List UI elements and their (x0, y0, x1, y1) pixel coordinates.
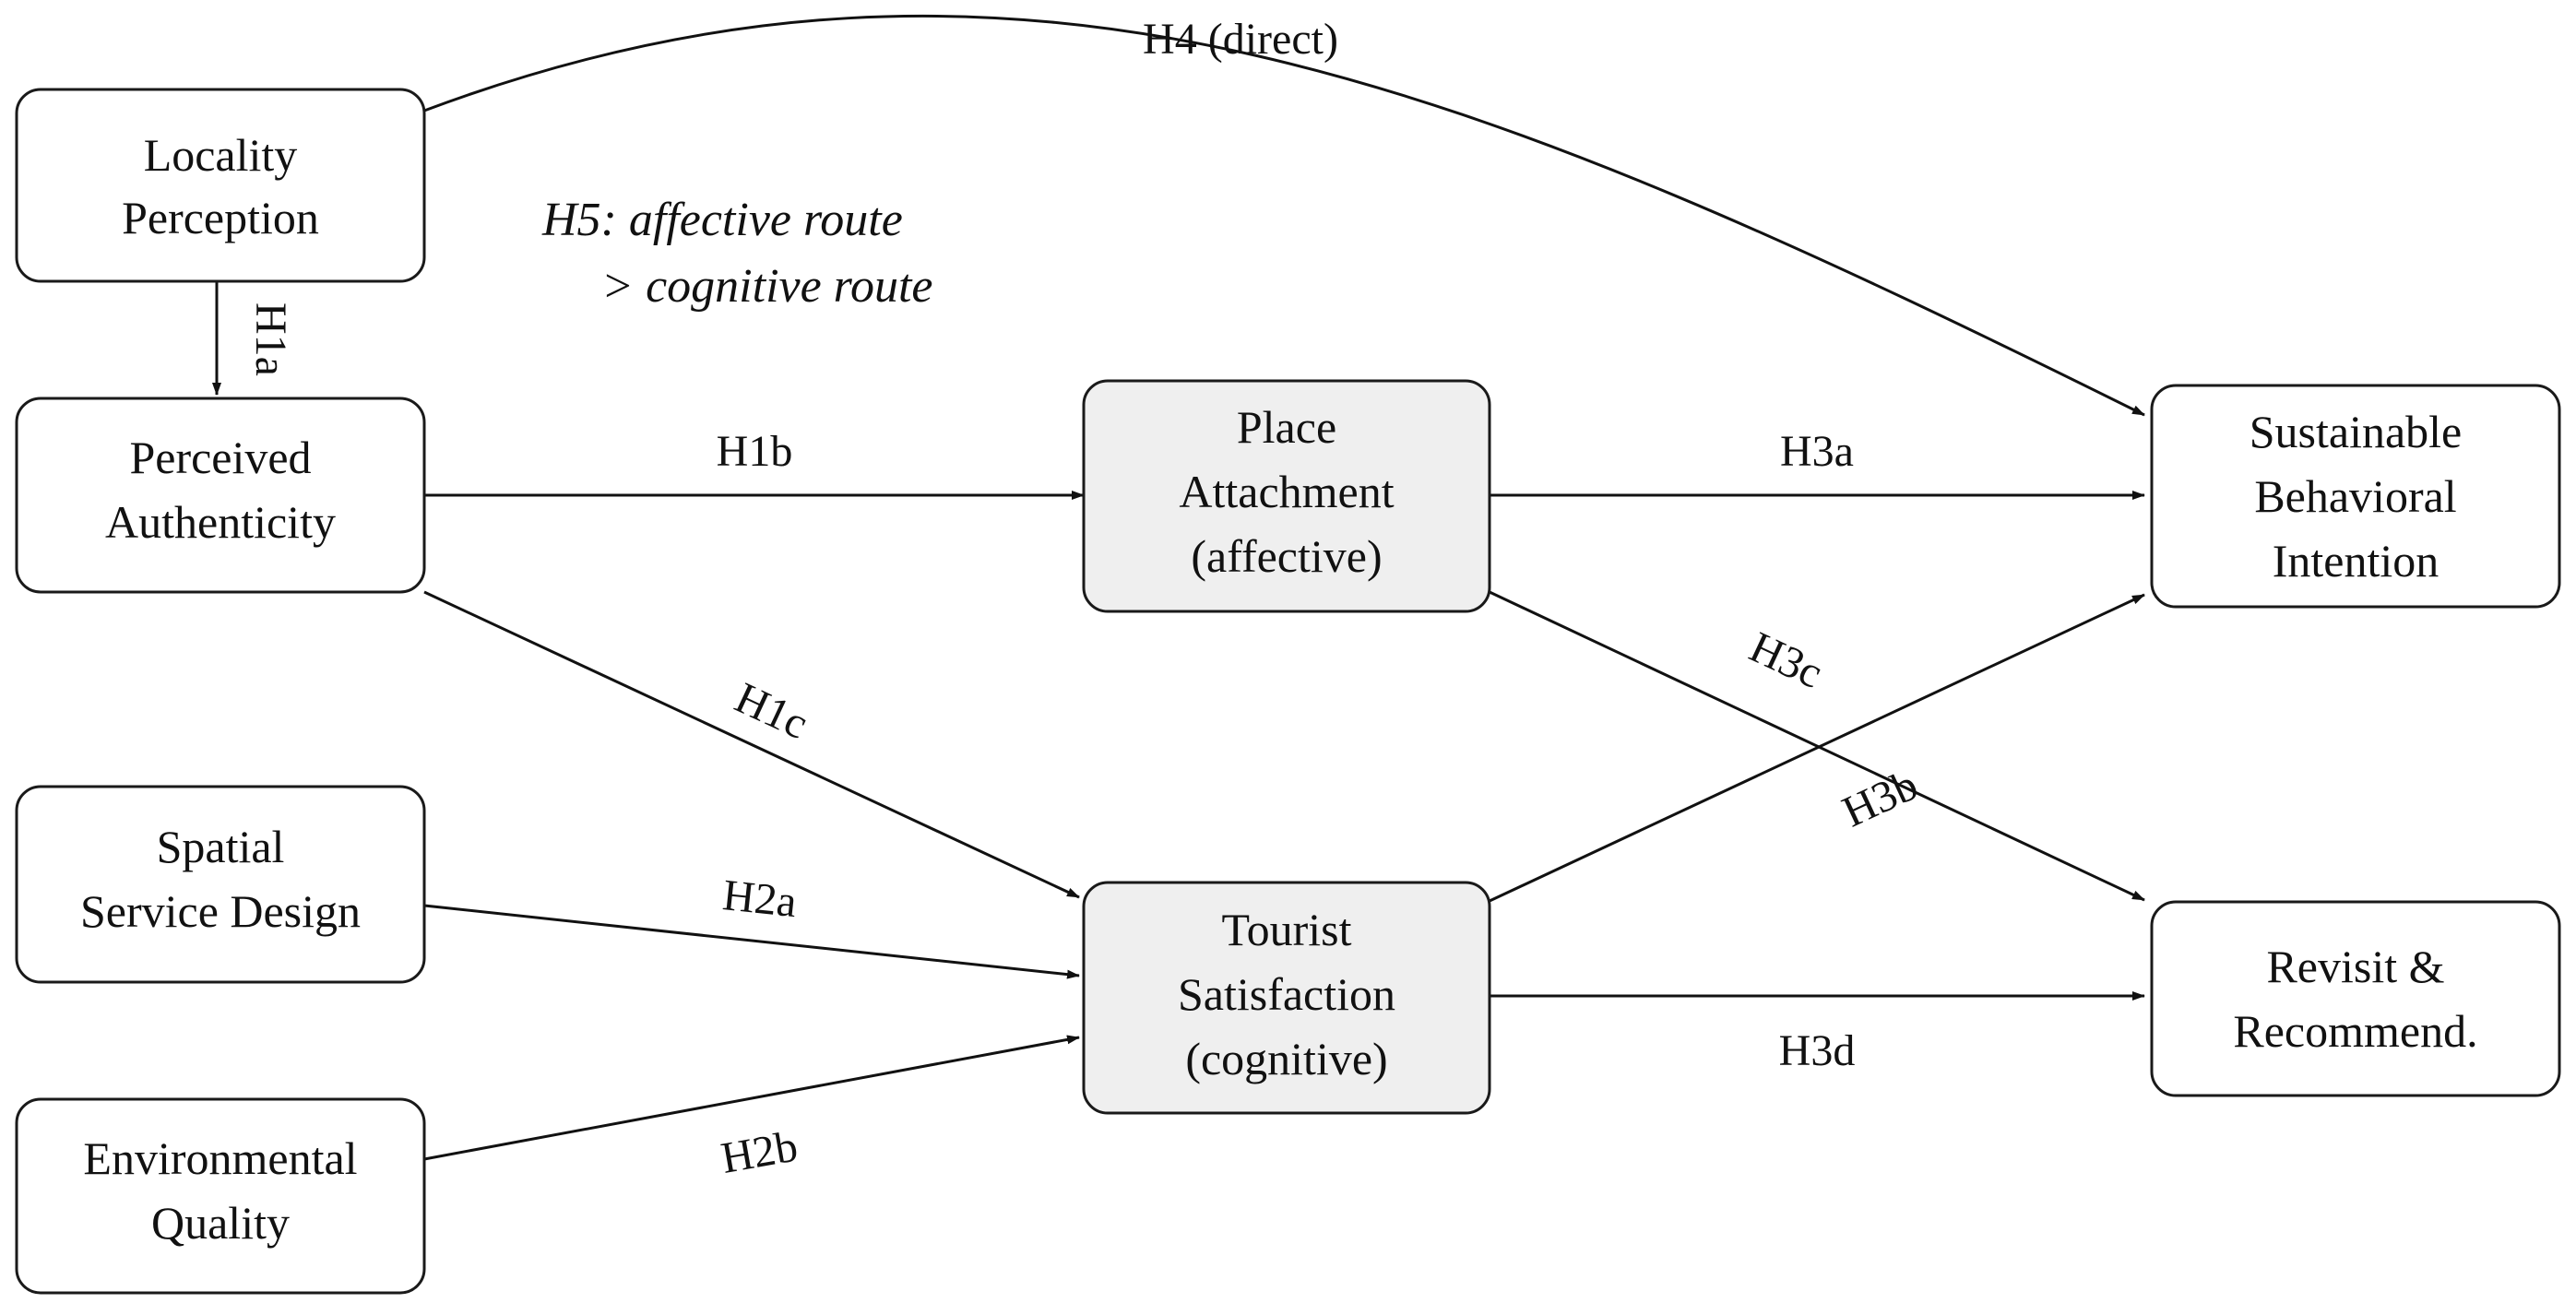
edge-label-h3c: H3c (1742, 622, 1830, 698)
node-label-line: Perception (122, 192, 319, 243)
edge-label-h3a: H3a (1780, 427, 1854, 476)
edge-h2b (423, 1035, 1080, 1161)
node-label-line: (affective) (1191, 530, 1382, 582)
svg-text:Revisit &Recommend.: Revisit & Recommend. (2233, 941, 2477, 1057)
h5-hypothesis-note: H5: affective route > cognitive route (541, 194, 933, 313)
h5-note-line-2: > cognitive route (601, 260, 933, 313)
node-label-line: Authenticity (105, 496, 336, 548)
edge-h3b (1489, 593, 2145, 903)
edge-label-h1c: H1c (728, 673, 815, 749)
edge-label-h1b: H1b (717, 427, 793, 476)
node-label-line: Environmental (83, 1132, 357, 1184)
node-label-line: Behavioral (2254, 470, 2456, 522)
node-label-line: Locality (144, 129, 298, 181)
node-label-line: Recommend. (2233, 1005, 2477, 1057)
node-label-line: Attachment (1179, 466, 1394, 517)
node-label-line: Tourist (1222, 904, 1352, 955)
edge-h1c (423, 590, 1080, 899)
node-label-line: Perceived (129, 432, 311, 483)
h5-note-line-1: H5: affective route (541, 194, 903, 246)
node-label-line: Revisit & (2266, 941, 2444, 992)
node-revisit-recommend: Revisit & Recommend. (2150, 900, 2561, 1097)
node-label-line: Spatial (157, 821, 285, 872)
node-label-line: Sustainable (2250, 406, 2463, 457)
node-label-line: Place (1237, 401, 1336, 453)
edge-label-h4: H4 (direct) (1143, 15, 1338, 64)
node-label-line: Intention (2273, 535, 2439, 586)
node-label-line: Satisfaction (1178, 968, 1395, 1020)
edge-label-h2b: H2b (718, 1121, 801, 1183)
edge-h3c (1489, 590, 2145, 902)
node-label-line: (cognitive) (1185, 1033, 1387, 1084)
edge-h2a (423, 904, 1080, 979)
edge-label-h1a: H1a (246, 302, 295, 376)
node-label-line: Quality (151, 1197, 290, 1249)
node-label-line: Service Design (80, 885, 361, 937)
edge-label-h3b: H3b (1835, 760, 1925, 836)
edge-label-h3d: H3d (1779, 1026, 1856, 1075)
edge-label-h2a: H2a (720, 871, 799, 927)
edge-h4 (423, 14, 2145, 417)
